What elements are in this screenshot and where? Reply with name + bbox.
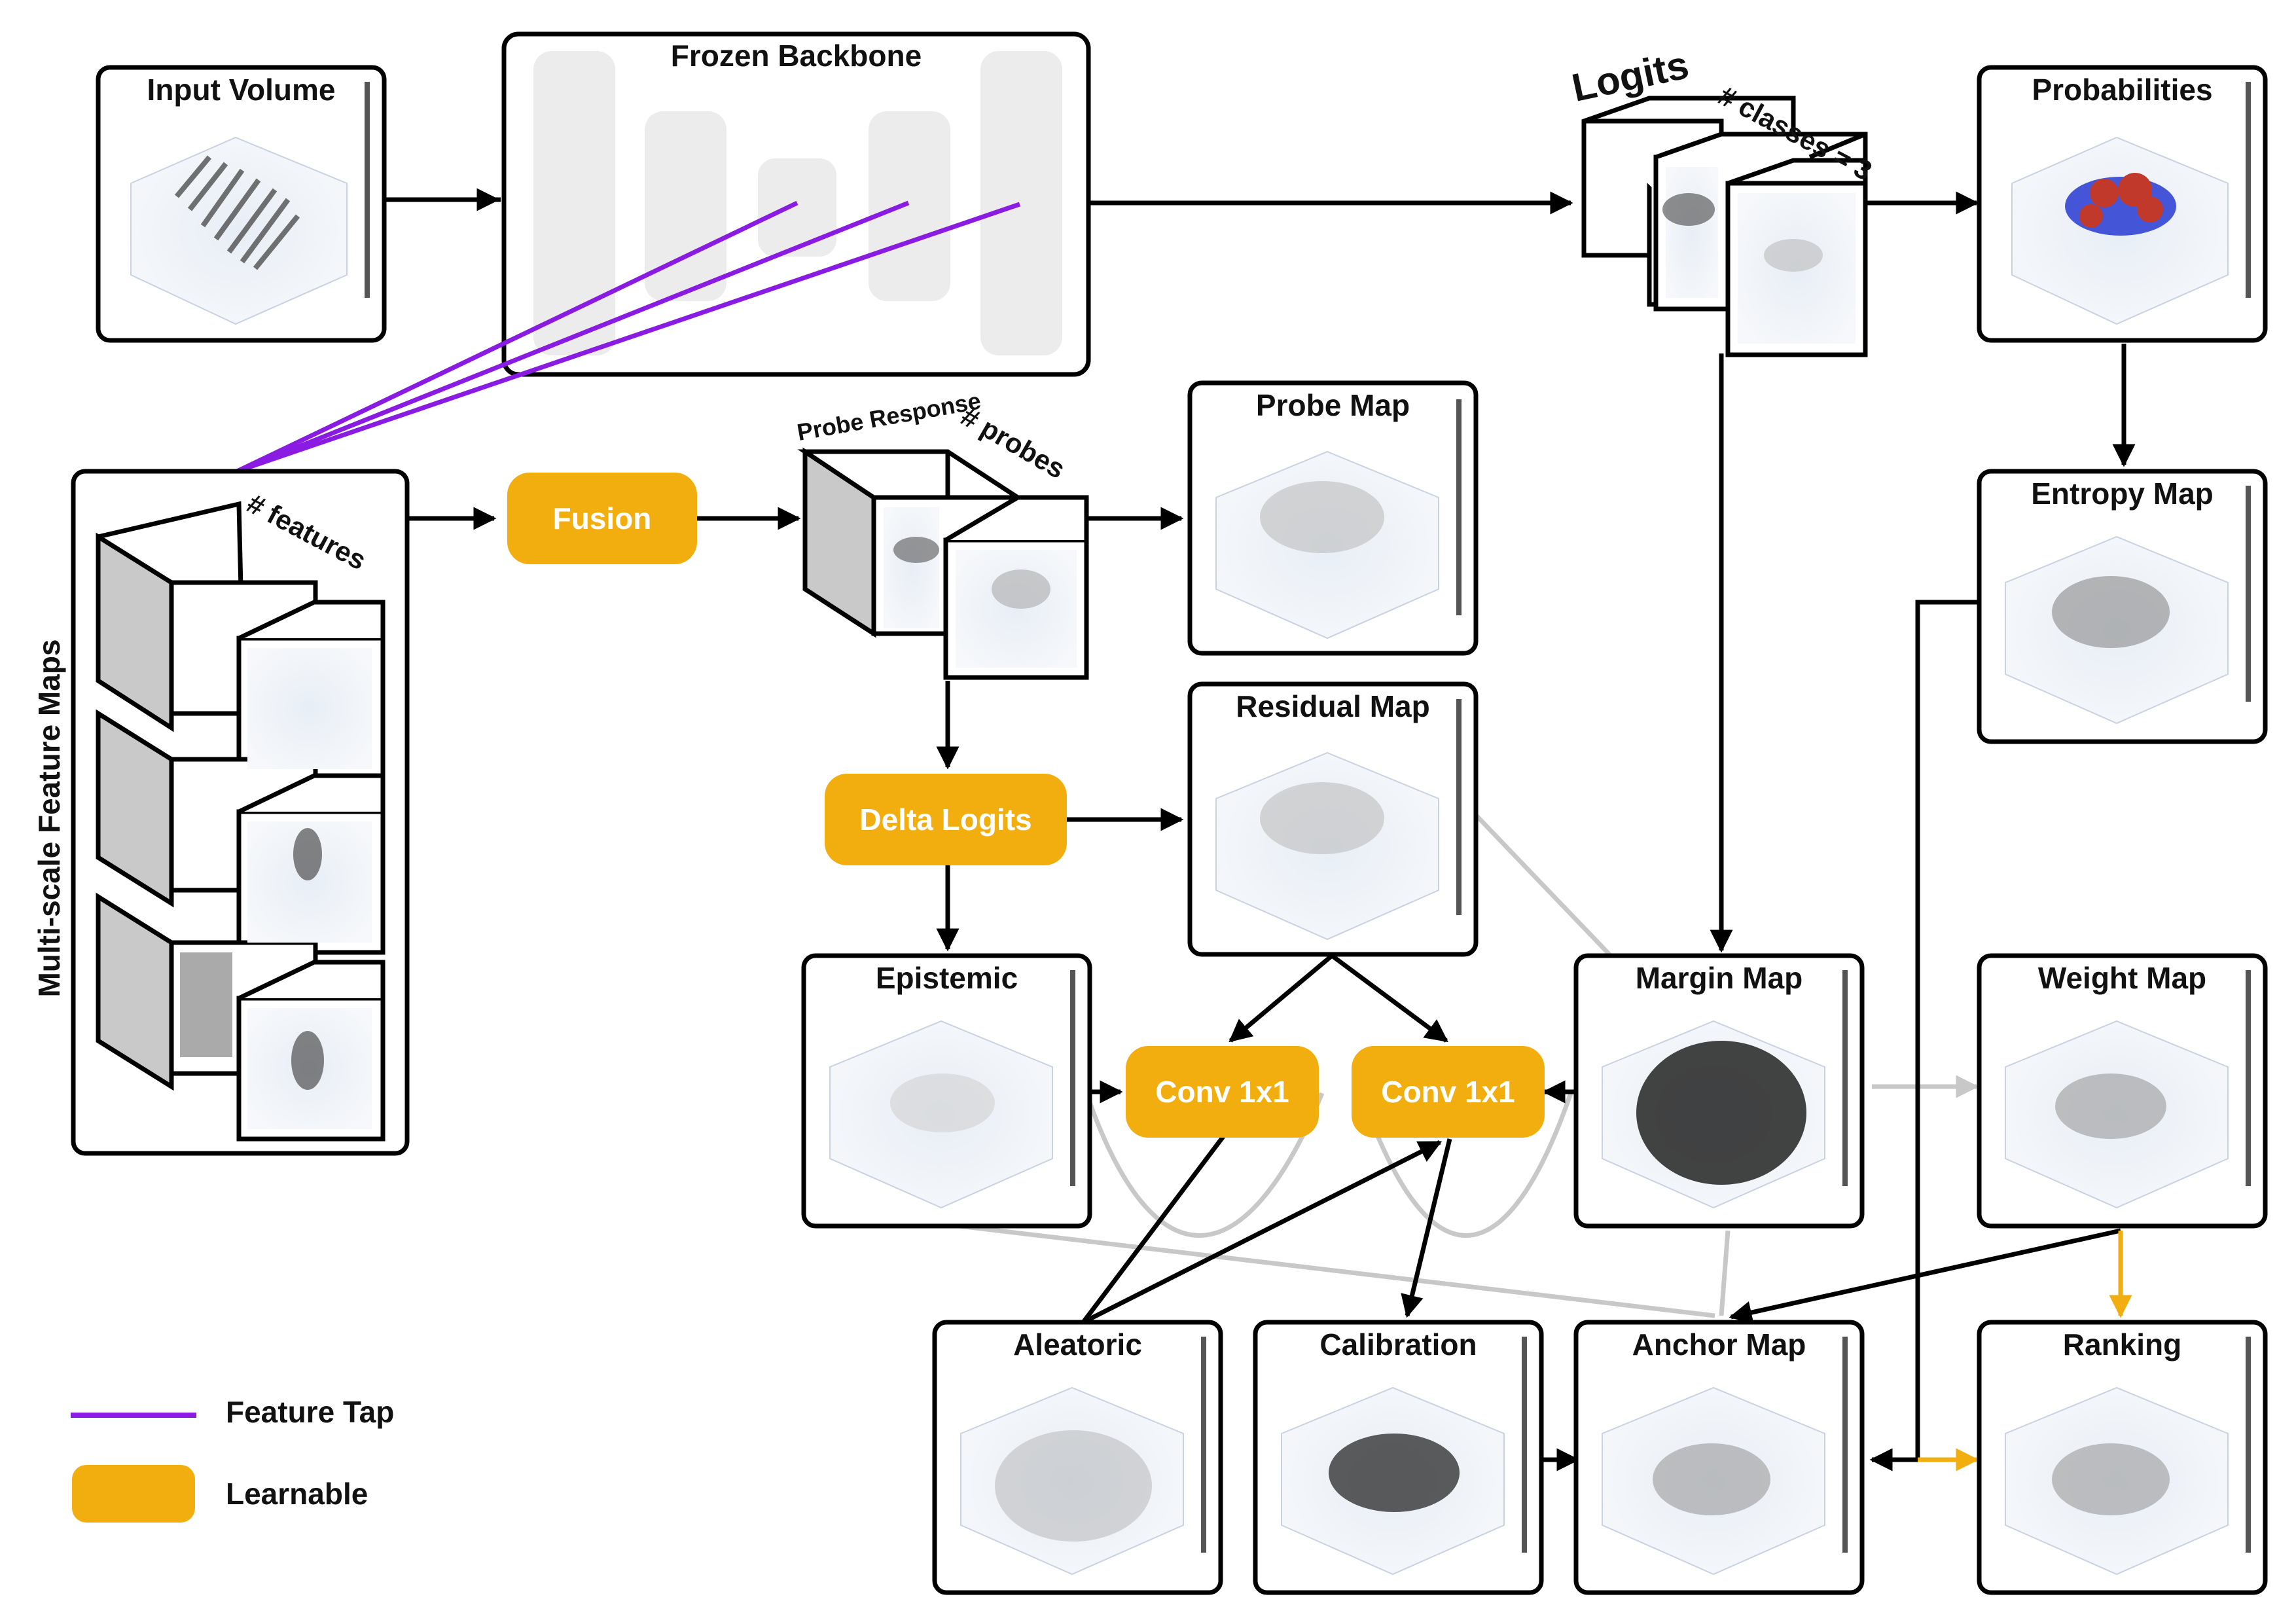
panel-colorbars <box>365 82 2251 1553</box>
panel-frames <box>71 65 2268 1595</box>
residual-map-title: Residual Map <box>1236 689 1430 723</box>
logits-contents <box>1662 167 1856 344</box>
conv-1x1-op-left: Conv 1x1 <box>1126 1046 1319 1138</box>
probe-response-contents <box>884 507 1077 668</box>
ranking-title: Ranking <box>2062 1327 2182 1362</box>
conv-1x1-op-right: Conv 1x1 <box>1352 1046 1545 1138</box>
muted-connectors <box>942 810 1979 1318</box>
probabilities-title: Probabilities <box>2032 73 2213 107</box>
flow-connectors <box>385 188 2136 1471</box>
entropy-map-title: Entropy Map <box>2031 477 2214 511</box>
margin-map-title: Margin Map <box>1635 961 1803 995</box>
probe-map-title: Probe Map <box>1255 388 1410 422</box>
delta-logits-op: Delta Logits <box>825 774 1067 865</box>
frozen-backbone-title: Frozen Backbone <box>670 39 922 73</box>
epistemic-title: Epistemic <box>875 961 1018 995</box>
input-volume-title: Input Volume <box>147 73 336 107</box>
volume-contents <box>174 155 2176 1542</box>
weight-map-title: Weight Map <box>2037 961 2207 995</box>
legend-feature-tap-label: Feature Tap <box>226 1395 395 1429</box>
calibration-title: Calibration <box>1319 1327 1477 1362</box>
anchor-map-title: Anchor Map <box>1632 1327 1806 1362</box>
feature-stack-contents <box>180 648 372 1129</box>
legend-learnable-swatch <box>72 1465 195 1523</box>
multiscale-title: Multi-scale Feature Maps <box>32 639 66 998</box>
feature-tap-lines <box>236 200 1021 474</box>
ranking-connectors <box>1918 1231 2132 1471</box>
legend-learnable-label: Learnable <box>226 1477 368 1511</box>
fusion-op: Fusion <box>507 473 697 564</box>
legend <box>71 1413 196 1523</box>
aleatoric-title: Aleatoric <box>1013 1327 1142 1362</box>
